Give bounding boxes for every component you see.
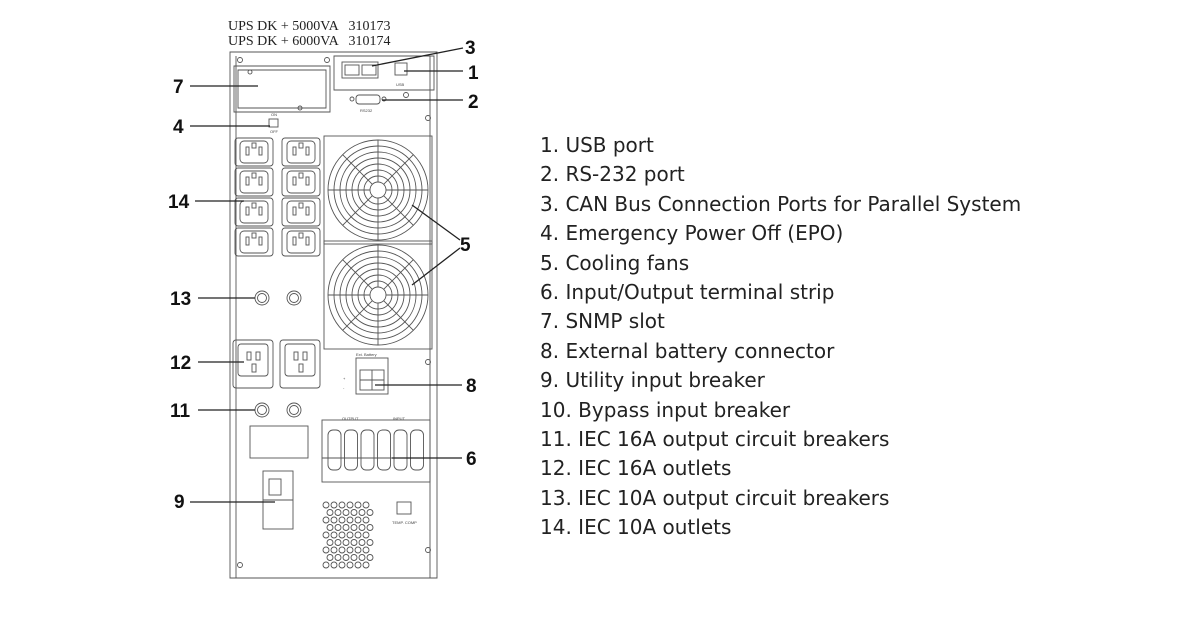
iec-16a-outlets <box>232 339 321 389</box>
terminal <box>377 429 391 471</box>
external-battery-connector: Ext. Battery + - <box>343 352 389 395</box>
rs232-port <box>355 94 381 105</box>
iec-10a-outlet <box>234 137 274 167</box>
callout-4: 4 <box>173 117 184 138</box>
terminal <box>344 429 358 471</box>
rear-panel <box>229 51 438 579</box>
legend-item: 2. RS-232 port <box>540 162 685 187</box>
input-label: INPUT <box>393 416 406 421</box>
iec-10a-outlet <box>281 197 321 227</box>
io-terminal-strip: OUTPUT INPUT <box>321 416 431 483</box>
callout-5: 5 <box>460 235 471 256</box>
component-legend: 1. USB port 2. RS-232 port 3. CAN Bus Co… <box>540 131 1021 542</box>
output-label: OUTPUT <box>342 416 359 421</box>
usb-port <box>394 62 408 76</box>
model-line-2: UPS DK + 6000VA 310174 <box>228 34 390 49</box>
callout-6: 6 <box>466 449 477 470</box>
cooling-fans <box>323 135 433 350</box>
epo-on-label: ON <box>271 112 277 117</box>
callout-2: 2 <box>468 92 479 113</box>
legend-item: 12. IEC 16A outlets <box>540 456 732 481</box>
legend-item: 8. External battery connector <box>540 338 835 363</box>
model-line-1: UPS DK + 5000VA 310173 <box>228 19 390 34</box>
iec-10a-outlet <box>281 227 321 257</box>
callout-11: 11 <box>170 401 191 422</box>
iec-10a-breakers <box>254 290 302 306</box>
usb-label: USB <box>396 82 405 87</box>
legend-item: 4. Emergency Power Off (EPO) <box>540 221 844 246</box>
iec-10a-outlet <box>234 167 274 197</box>
callout-7: 7 <box>173 77 184 98</box>
legend-item: 6. Input/Output terminal strip <box>540 279 835 304</box>
iec-10a-outlets <box>234 137 321 257</box>
callout-9: 9 <box>174 492 185 513</box>
temp-comp-port: TEMP. COMP <box>392 501 417 525</box>
rs232-label: RS232 <box>360 108 373 113</box>
iec-10a-outlet <box>234 197 274 227</box>
ups-rear-panel-diagram: UPS DK + 5000VA 310173 UPS DK + 6000VA 3… <box>168 19 479 579</box>
callout-13: 13 <box>170 289 191 310</box>
legend-item: 1. USB port <box>540 133 654 157</box>
callout-1: 1 <box>468 63 479 84</box>
legend-item: 11. IEC 16A output circuit breakers <box>540 426 890 451</box>
svg-text:-: - <box>343 385 345 390</box>
callout-12: 12 <box>170 353 191 374</box>
legend-item: 14. IEC 10A outlets <box>540 515 732 540</box>
terminal <box>360 429 375 471</box>
legend-item: 7. SNMP slot <box>540 309 665 334</box>
cooling-fan <box>323 135 433 245</box>
callout-3: 3 <box>465 38 476 59</box>
vent-grille <box>322 501 374 569</box>
terminal <box>410 429 424 471</box>
legend-item: 9. Utility input breaker <box>540 368 765 393</box>
iec-10a-outlet <box>234 227 274 257</box>
can-bus-ports <box>341 61 379 79</box>
callout-14: 14 <box>168 192 190 213</box>
cooling-fan <box>323 240 433 350</box>
svg-text:+: + <box>343 376 346 381</box>
legend-item: 3. CAN Bus Connection Ports for Parallel… <box>540 191 1022 216</box>
terminal <box>327 429 342 471</box>
temp-comp-label: TEMP. COMP <box>392 520 417 525</box>
communication-panel: USB RS232 <box>333 55 435 113</box>
ext-battery-label: Ext. Battery <box>356 352 377 357</box>
iec-16a-breakers <box>254 402 302 418</box>
legend-item: 13. IEC 10A output circuit breakers <box>540 485 890 510</box>
snmp-slot <box>233 65 331 113</box>
epo-switch: ON OFF <box>268 112 279 134</box>
legend-item: 5. Cooling fans <box>540 250 690 275</box>
terminal <box>393 429 408 471</box>
utility-input-breaker <box>249 425 309 530</box>
callout-8: 8 <box>466 376 477 397</box>
legend-item: 10. Bypass input breaker <box>540 397 791 422</box>
epo-off-label: OFF <box>270 129 279 134</box>
iec-10a-outlet <box>281 137 321 167</box>
iec-10a-outlet <box>281 167 321 197</box>
callout-lines <box>190 47 464 503</box>
